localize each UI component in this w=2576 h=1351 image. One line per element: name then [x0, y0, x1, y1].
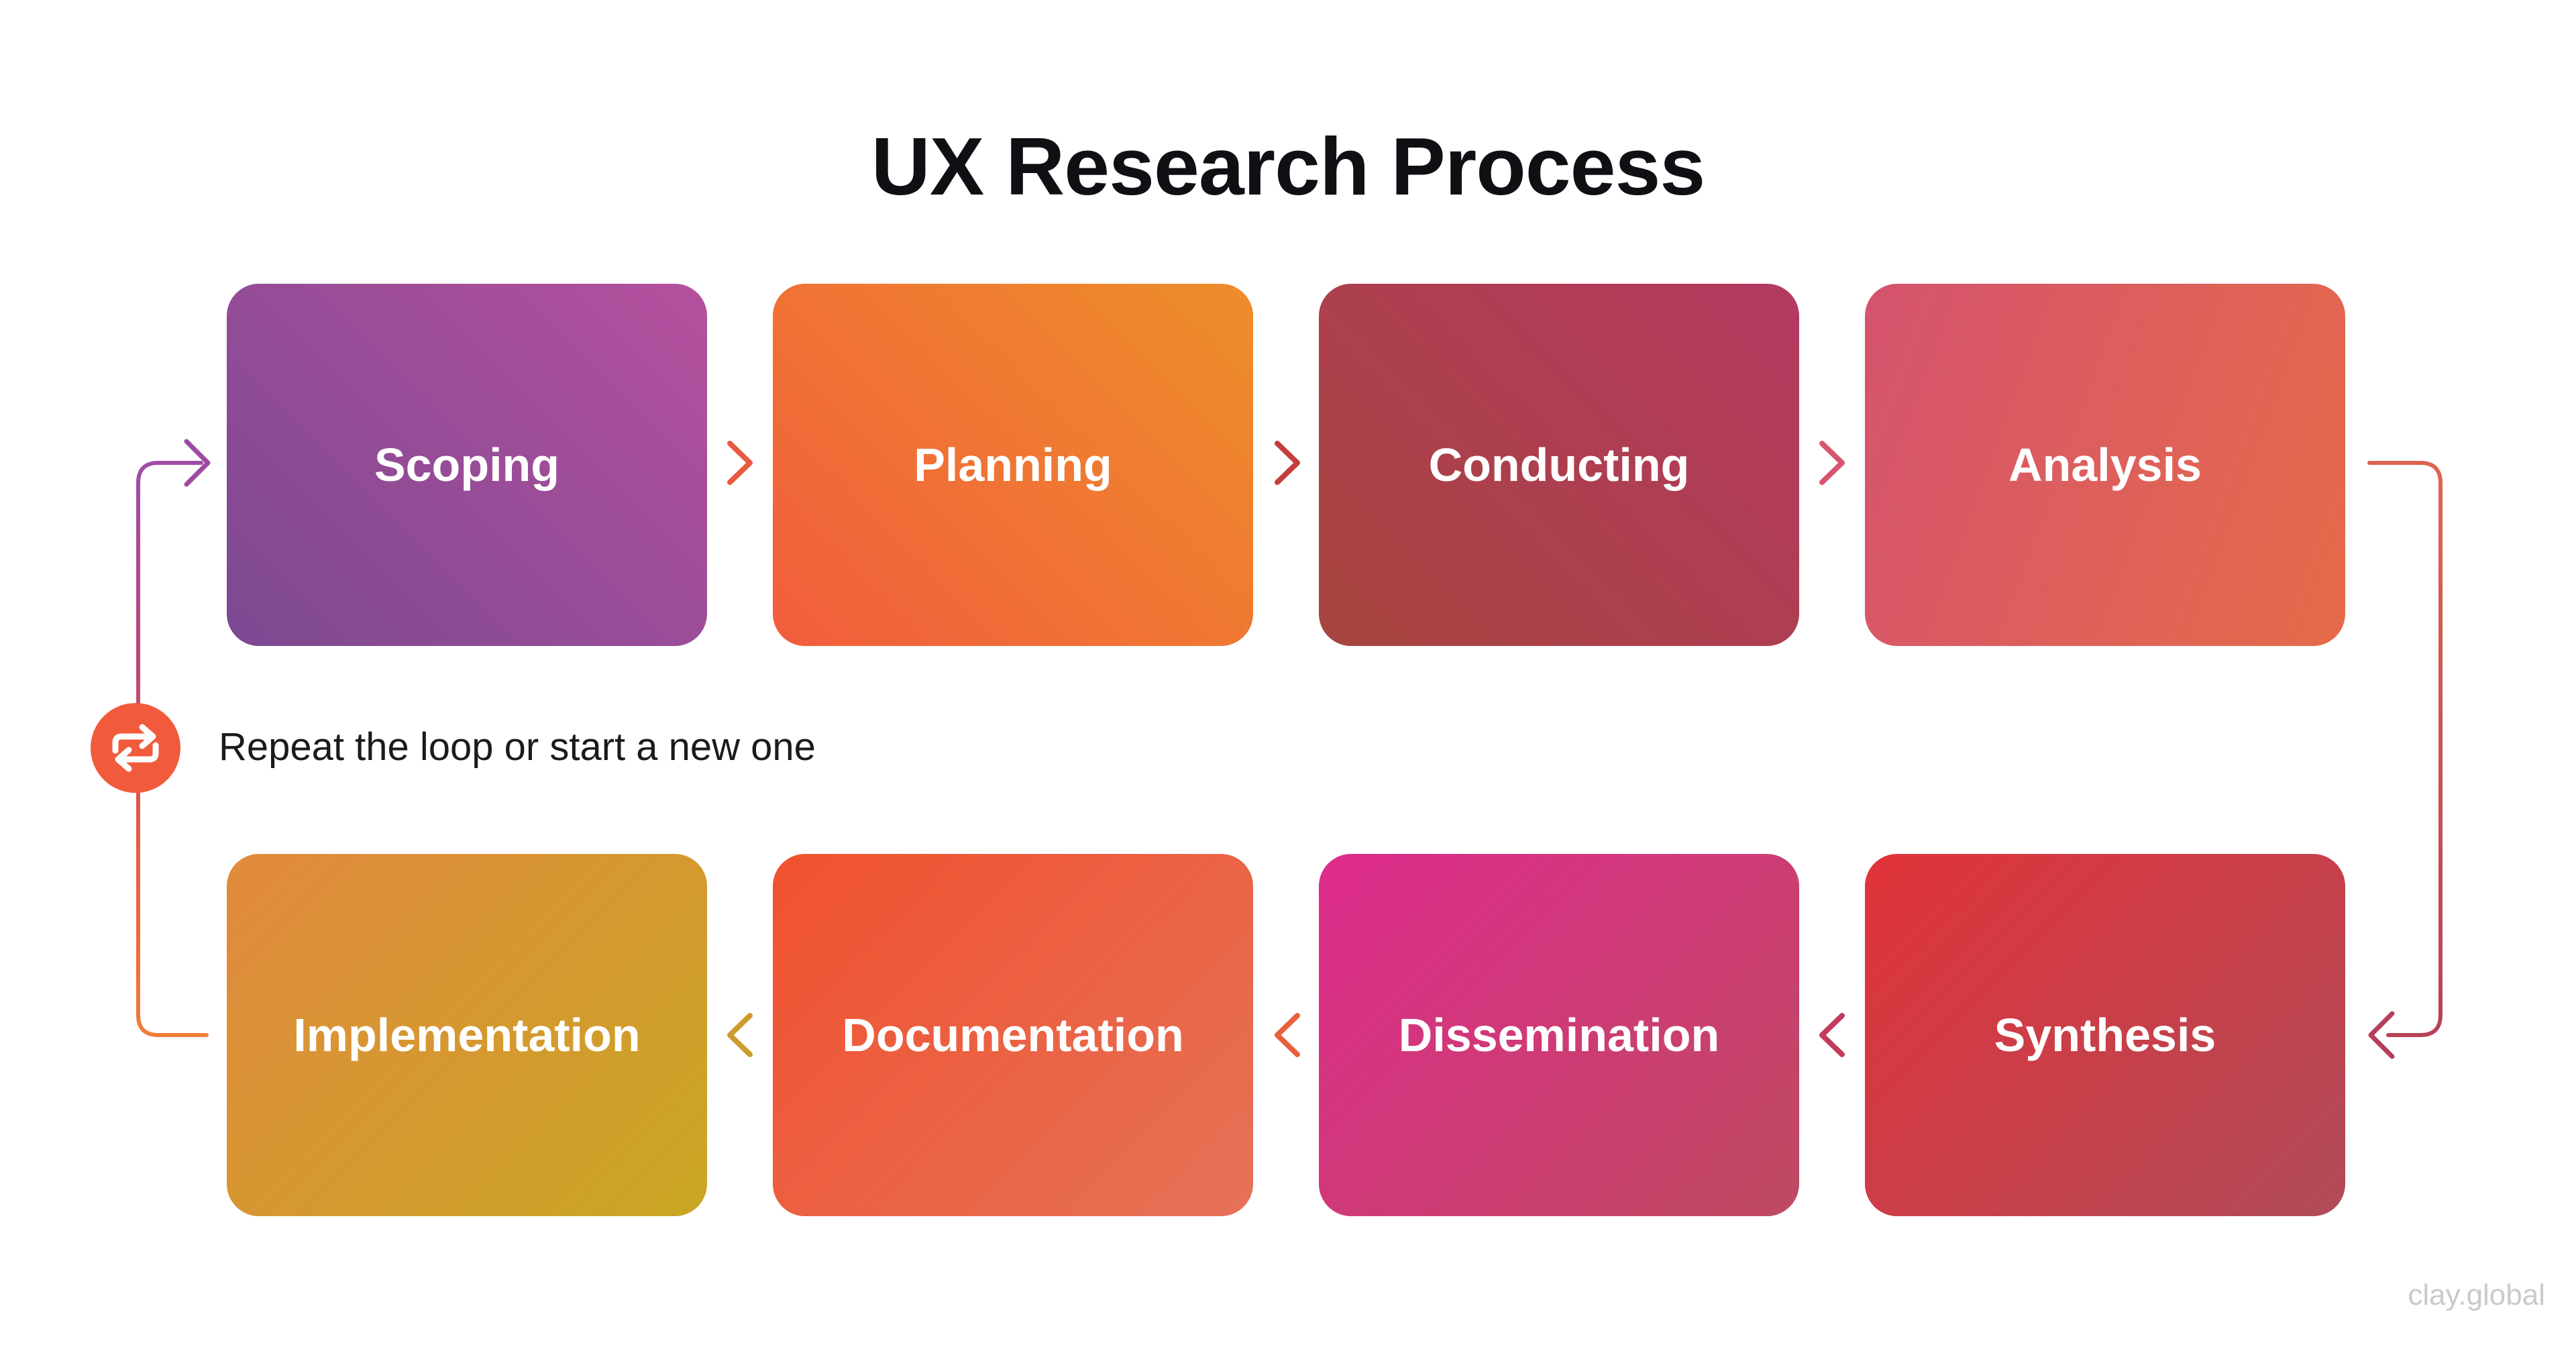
process-step-scoping: Scoping	[227, 284, 707, 646]
process-step-label: Implementation	[293, 1009, 641, 1061]
process-step-documentation: Documentation	[773, 854, 1253, 1216]
process-step-synthesis: Synthesis	[1865, 854, 2345, 1216]
chevron-right-icon	[1819, 441, 1845, 485]
process-step-label: Dissemination	[1398, 1009, 1720, 1061]
right-connector-line	[2367, 461, 2443, 1037]
chevron-left-icon	[727, 1013, 753, 1057]
chevron-right-icon	[1275, 441, 1300, 485]
process-step-label: Analysis	[2008, 439, 2202, 491]
repeat-loop-badge	[91, 703, 180, 793]
process-step-analysis: Analysis	[1865, 284, 2345, 646]
chevron-left-icon	[1275, 1013, 1300, 1057]
process-step-label: Synthesis	[1994, 1009, 2216, 1061]
chevron-right-icon	[727, 441, 753, 485]
process-step-dissemination: Dissemination	[1319, 854, 1799, 1216]
process-step-implementation: Implementation	[227, 854, 707, 1216]
process-step-label: Scoping	[374, 439, 560, 491]
chevron-left-icon	[1819, 1013, 1845, 1057]
process-step-label: Documentation	[842, 1009, 1184, 1061]
repeat-loop-note: Repeat the loop or start a new one	[219, 725, 816, 769]
process-step-conducting: Conducting	[1319, 284, 1799, 646]
page-title: UX Research Process	[871, 121, 1705, 212]
left-loop-arrowhead-icon	[184, 439, 211, 487]
repeat-icon	[112, 724, 159, 772]
process-step-label: Planning	[914, 439, 1112, 491]
watermark: clay.global	[2408, 1279, 2545, 1311]
process-step-label: Conducting	[1428, 439, 1690, 491]
process-step-planning: Planning	[773, 284, 1253, 646]
right-connector-arrowhead-icon	[2368, 1011, 2395, 1059]
